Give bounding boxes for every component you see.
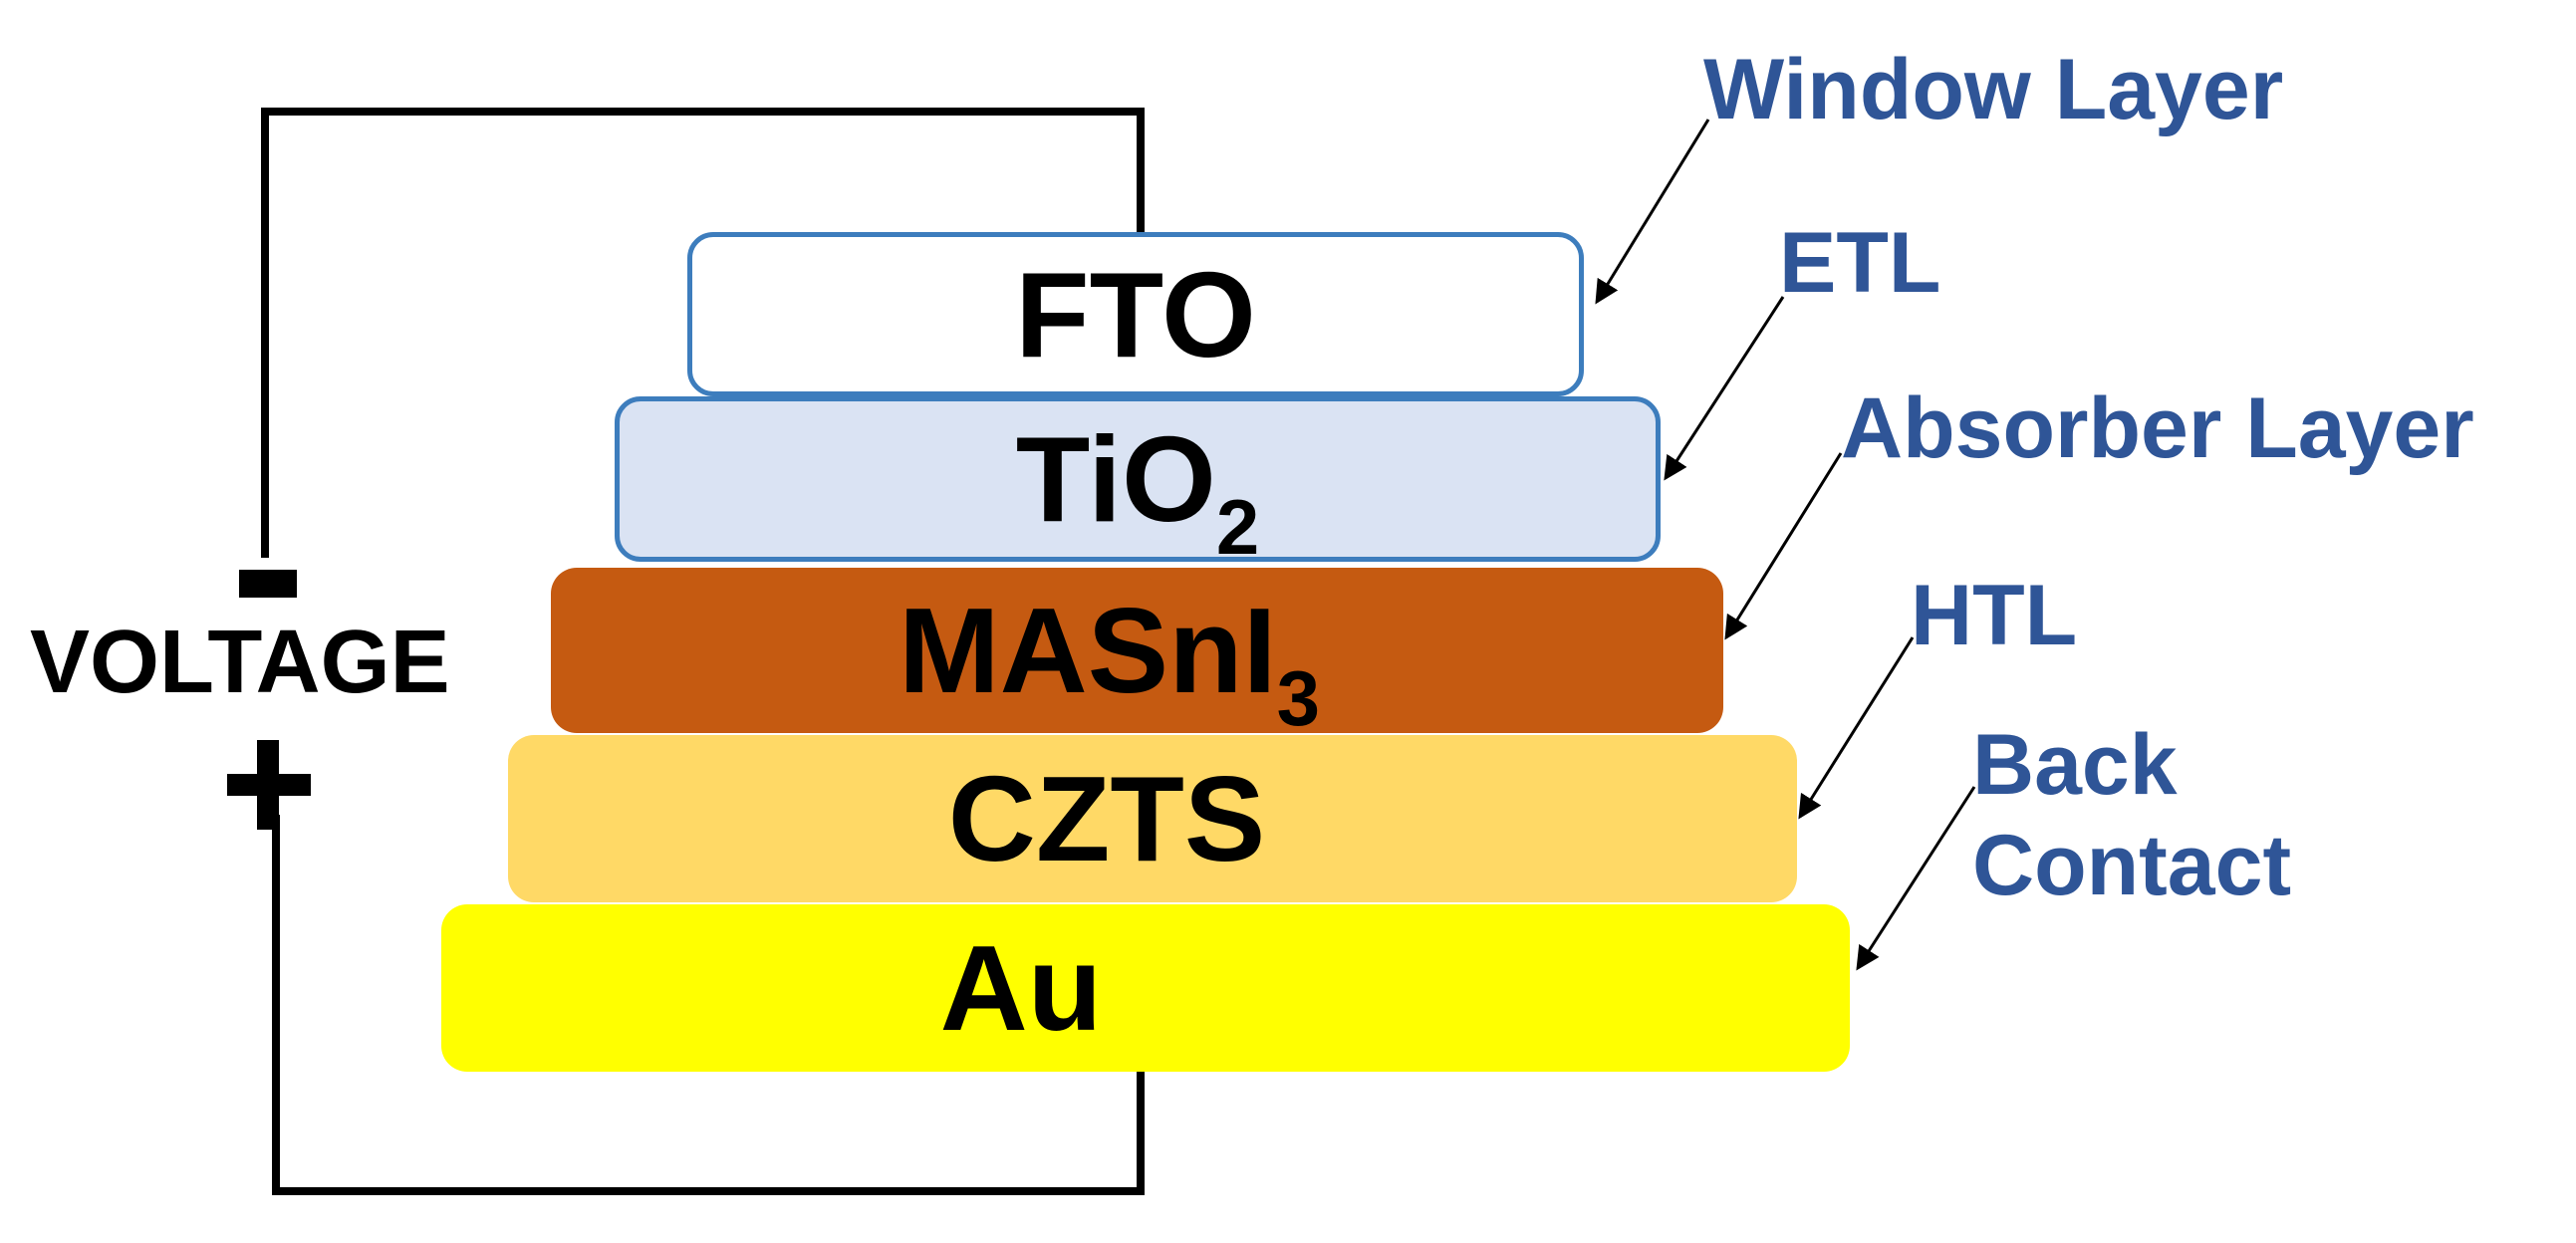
wire-positive xyxy=(272,815,1145,1195)
negative-terminal-sign xyxy=(239,570,297,598)
callout-etl: ETL xyxy=(1779,215,1941,311)
callout-back-contact-line1: Back xyxy=(1972,717,2178,813)
layer-czts-label: CZTS xyxy=(947,751,1266,886)
voltage-label: VOLTAGE xyxy=(30,613,450,712)
layer-fto-label: FTO xyxy=(1015,246,1256,382)
callout-back-contact: Back Contact xyxy=(1972,715,2291,917)
layer-masni3-label: MASnI3 xyxy=(899,583,1320,742)
layer-fto: FTO xyxy=(687,232,1584,396)
layer-tio2: TiO2 xyxy=(615,396,1661,571)
callout-back-contact-line2: Contact xyxy=(1972,818,2292,914)
layer-tio2-label: TiO2 xyxy=(1015,411,1260,571)
arrow-window-layer xyxy=(1595,119,1710,305)
arrow-etl xyxy=(1664,296,1785,481)
wire-negative xyxy=(261,108,1145,558)
arrow-absorber-layer xyxy=(1724,452,1843,640)
layer-czts: CZTS xyxy=(508,735,1797,902)
layer-au: Au xyxy=(441,904,1850,1072)
arrow-htl xyxy=(1798,636,1915,820)
layer-au-label: Au xyxy=(939,920,1103,1056)
arrow-back-contact xyxy=(1856,786,1976,971)
callout-absorber-layer: Absorber Layer xyxy=(1841,380,2474,476)
layer-masni3: MASnI3 xyxy=(551,568,1723,742)
positive-terminal-sign-bar xyxy=(227,774,311,796)
callout-window-layer: Window Layer xyxy=(1703,42,2284,137)
callout-htl: HTL xyxy=(1911,568,2078,663)
